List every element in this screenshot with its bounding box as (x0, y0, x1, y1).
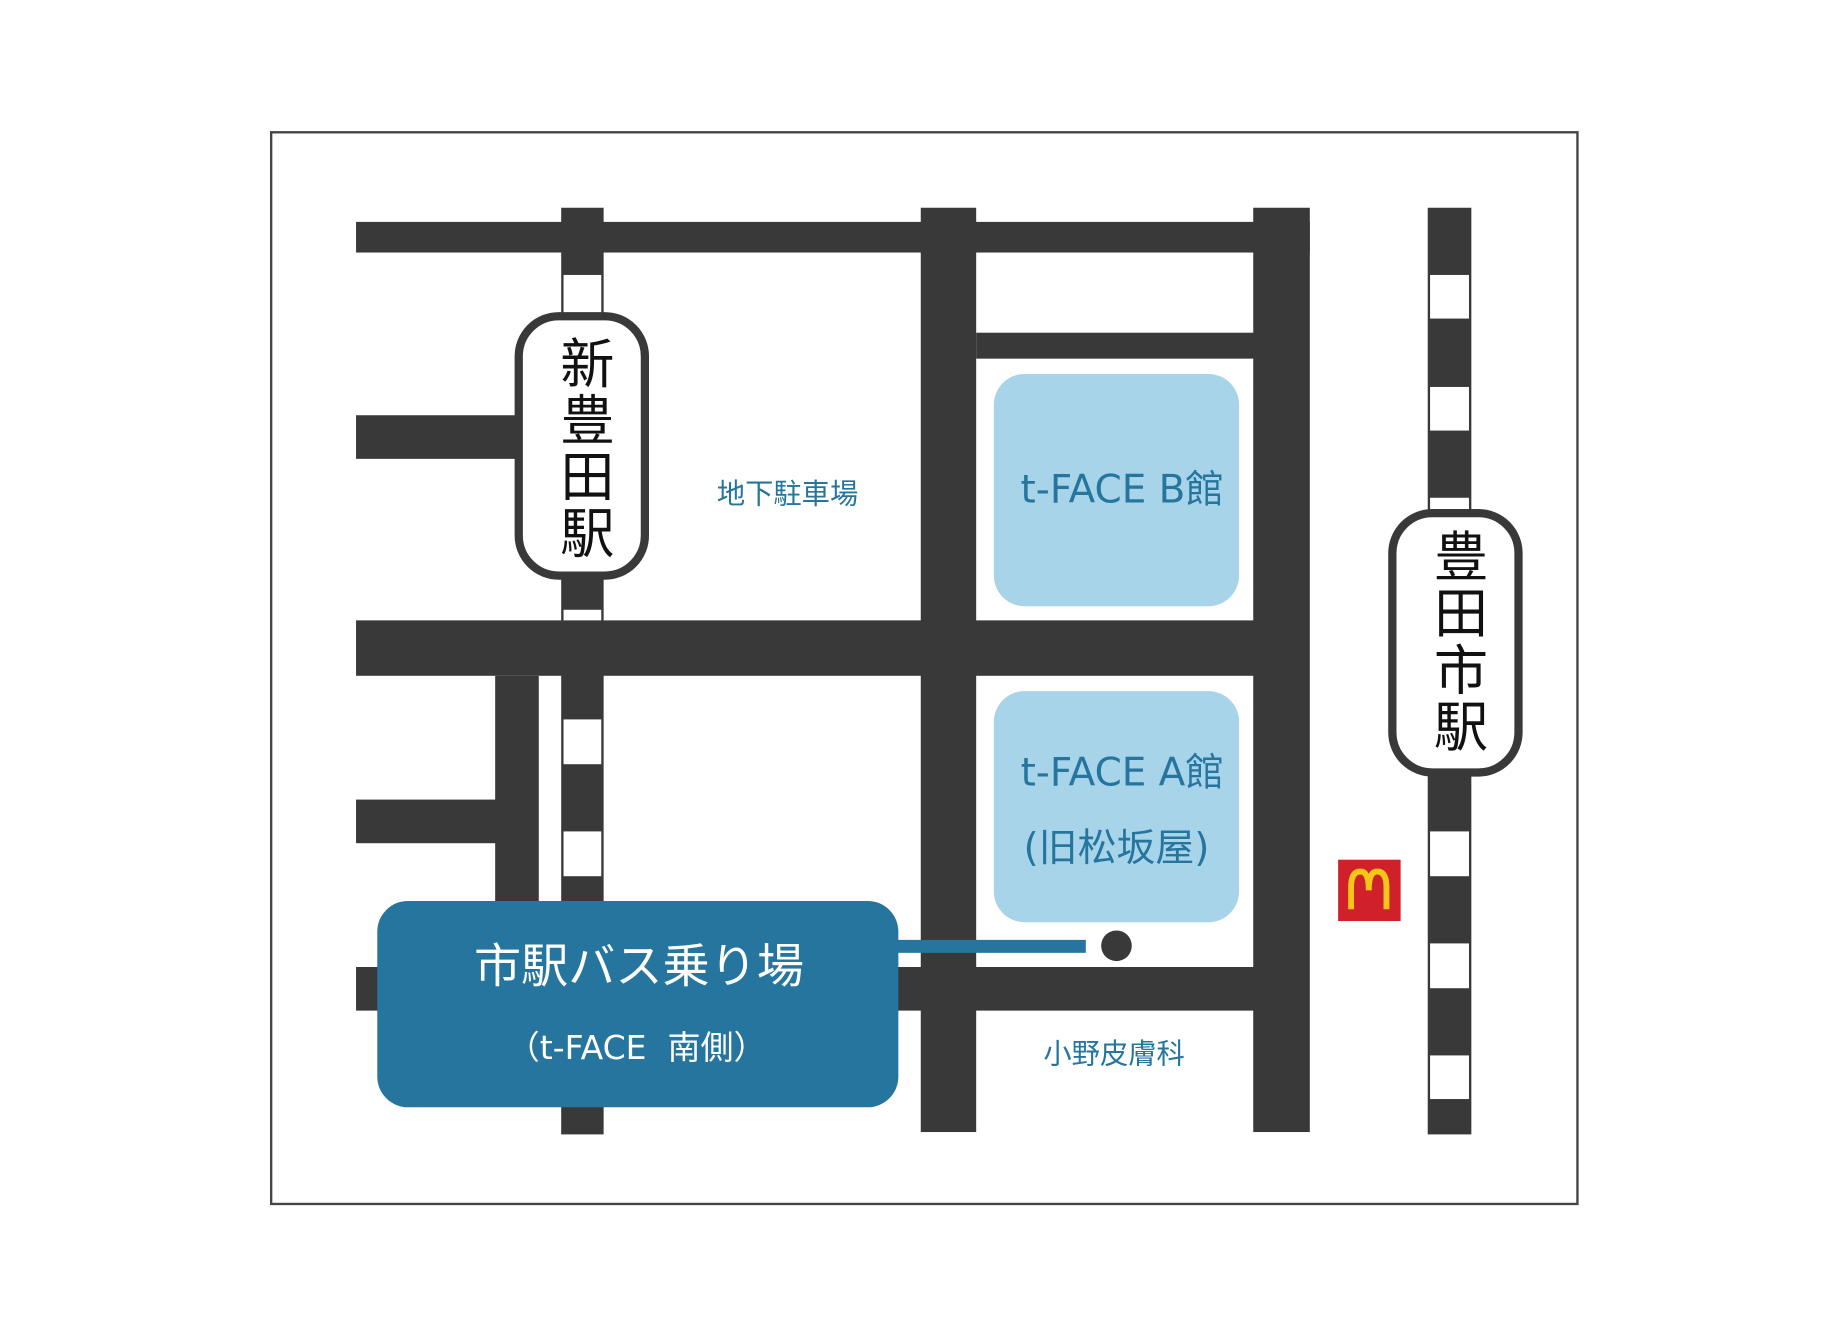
road-center-vertical (920, 207, 977, 1133)
clinic-label: 小野皮膚科 (1043, 1038, 1184, 1071)
building-tface-b[interactable]: t-FACE B館 (993, 373, 1240, 607)
bus-stop-title: 市駅バス乗り場 (474, 939, 804, 994)
tface-b-label: t-FACE B館 (1021, 467, 1225, 512)
road-main (356, 620, 1260, 676)
bus-stop-subtitle: （t-FACE 南側） (507, 1028, 767, 1067)
station-toyotashi-label: 豊田市駅 (1425, 528, 1488, 754)
station-toyotashi[interactable]: 豊田市駅 (1388, 508, 1523, 777)
building-tface-a[interactable]: t-FACE A館 (旧松坂屋) (993, 691, 1240, 923)
road-upper-right (976, 332, 1260, 359)
parking-label: 地下駐車場 (717, 478, 858, 511)
road-left-stub-2 (356, 799, 498, 844)
station-shin-toyota-label: 新豊田駅 (551, 335, 614, 561)
tface-a-label: t-FACE A館 (1021, 750, 1225, 795)
road-top (356, 221, 1310, 253)
mcdonalds-logo (1338, 859, 1401, 922)
station-shin-toyota[interactable]: 新豊田駅 (514, 312, 650, 580)
road-left-stub-1 (356, 415, 522, 459)
road-right-vertical (1253, 207, 1310, 1133)
bus-stop-box[interactable]: 市駅バス乗り場 （t-FACE 南側） (377, 900, 899, 1108)
bus-stop-marker (1101, 930, 1132, 962)
bus-stop-connector (896, 930, 1132, 962)
tface-a-note: (旧松坂屋) (1024, 826, 1210, 871)
